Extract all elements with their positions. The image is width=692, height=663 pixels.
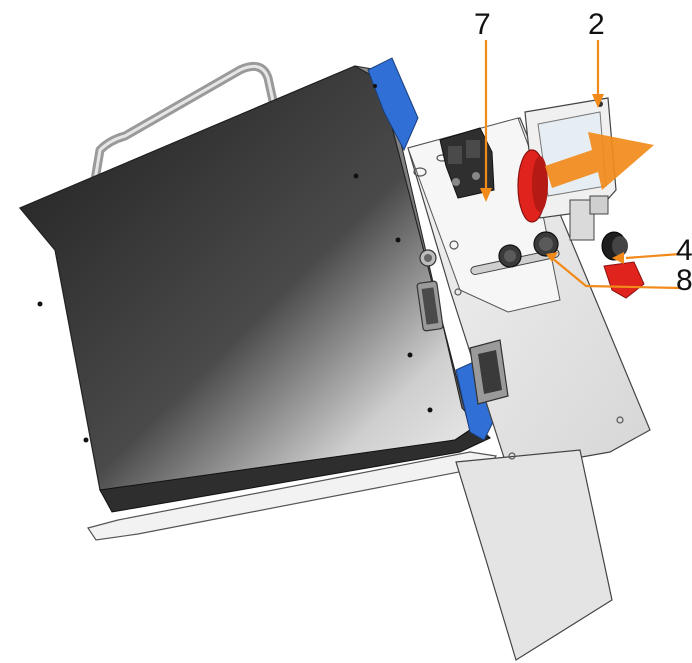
callout-leaders [484,40,681,290]
leader-arrowheads [480,94,624,264]
housing-screws [37,84,433,443]
clamp-bracket [569,195,609,241]
knurled-knobs [498,231,559,268]
red-lever [603,261,645,299]
callout-label-4: 4 [676,234,692,267]
plate-holes [413,154,624,460]
callout-label-8: 8 [676,264,692,297]
knob-icon [601,231,628,261]
support-plate [455,449,613,661]
dsub-connector [469,339,509,405]
direction-arrow-icon [545,132,654,190]
hinge-block [439,127,495,199]
callout-label-7: 7 [474,8,491,41]
connector-port-icon [416,249,444,332]
red-dial [517,149,548,223]
bumper-top [367,57,419,152]
housing-bottom-edge [99,429,492,513]
carry-handle-icon [90,61,280,181]
callout-label-2: 2 [588,8,605,41]
